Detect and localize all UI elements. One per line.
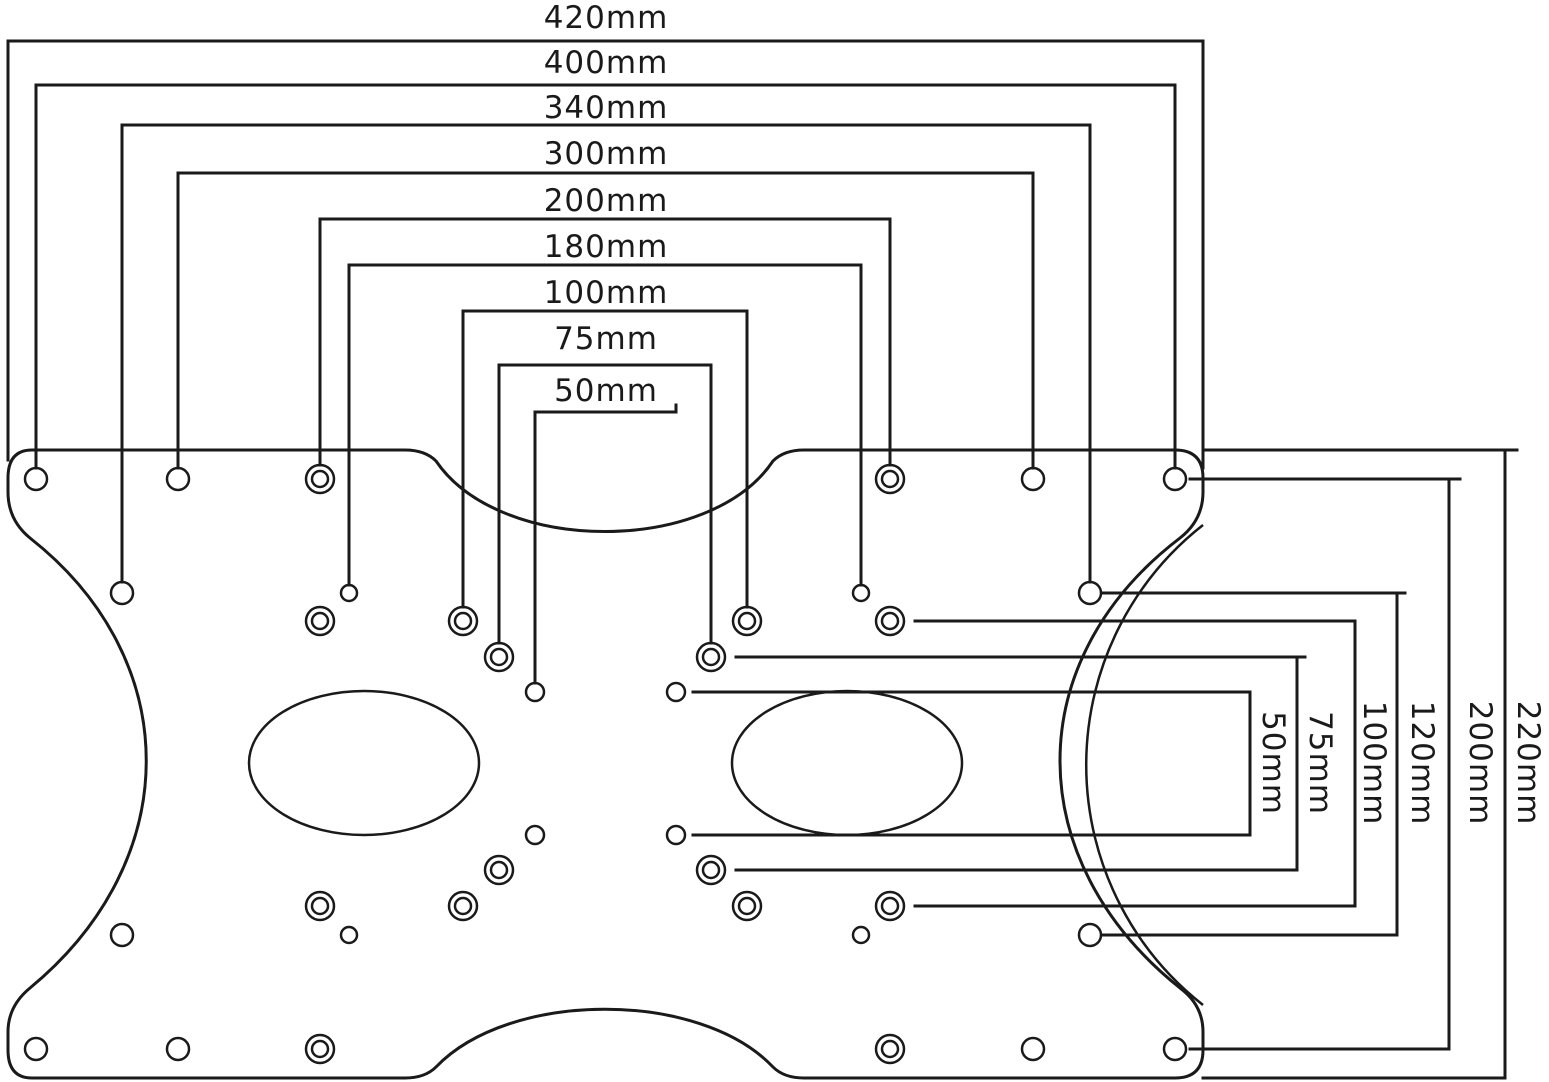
dim-label-420: 420mm (544, 0, 669, 36)
hole-400-bottom-right (1162, 1036, 1188, 1062)
hole-400-top-right (1162, 466, 1188, 492)
hole-75-bottom-right (695, 854, 727, 886)
vertical-dimension-lines (691, 448, 1519, 1080)
vdim-label-100: 100mm (1356, 701, 1392, 826)
hole-50-bottom-left (524, 824, 546, 846)
hole-340-top-right (1077, 580, 1103, 606)
horizontal-dimension-lines (6, 39, 1205, 685)
plate-outline (6, 448, 1205, 1080)
hole-100-bottom-left (447, 890, 479, 922)
horizontal-dimension-labels: 420mm 400mm 340mm 300mm 200mm 180mm 100m… (544, 0, 669, 409)
vdim-label-120: 120mm (1404, 701, 1440, 826)
dim-label-400: 400mm (544, 45, 669, 81)
hole-100-bottom-right (731, 890, 763, 922)
hole-200x100-top-left (304, 605, 336, 637)
vdim-label-50: 50mm (1255, 711, 1291, 815)
right-oval-cutout (730, 689, 964, 837)
hole-75-top-left (483, 641, 515, 673)
mounting-holes (23, 463, 1188, 1065)
dim-label-180: 180mm (544, 229, 669, 265)
hole-200x100-bottom-right (874, 890, 906, 922)
vdim-label-200: 200mm (1462, 701, 1498, 826)
hole-50-top-right (665, 681, 687, 703)
hole-75-bottom-left (483, 854, 515, 886)
hole-180-bottom-left (339, 925, 359, 945)
hole-200-bottom-right (874, 1033, 906, 1065)
hole-100-top-right (731, 605, 763, 637)
hole-400-bottom-left (23, 1036, 49, 1062)
hole-100-top-left (447, 605, 479, 637)
left-oval-cutout (247, 689, 481, 837)
hole-300-bottom-left (165, 1036, 191, 1062)
hole-180-top-left (339, 583, 359, 603)
hole-200x100-bottom-left (304, 890, 336, 922)
hole-340-bottom-left (109, 922, 135, 948)
hole-300-top-left (165, 466, 191, 492)
dim-label-200: 200mm (544, 183, 669, 219)
hole-180-top-right (851, 583, 871, 603)
hole-340-bottom-right (1077, 922, 1103, 948)
dim-label-100: 100mm (544, 275, 669, 311)
vdim-label-220: 220mm (1510, 701, 1546, 826)
dim-label-75: 75mm (554, 321, 658, 357)
hole-50-bottom-right (665, 824, 687, 846)
hole-200x100-top-right (874, 605, 906, 637)
hole-75-top-right (695, 641, 727, 673)
hole-180-bottom-right (851, 925, 871, 945)
dim-label-50: 50mm (554, 373, 658, 409)
dim-label-340: 340mm (544, 90, 669, 126)
hole-400-top-left (23, 466, 49, 492)
hole-300-top-right (1020, 466, 1046, 492)
hole-200-top-left (304, 463, 336, 495)
clearance-arc (1084, 524, 1204, 1006)
hole-200-bottom-left (304, 1033, 336, 1065)
vertical-dimension-labels: 50mm 75mm 100mm 120mm 200mm 220mm (1255, 701, 1546, 826)
dim-label-300: 300mm (544, 136, 669, 172)
hole-300-bottom-right (1020, 1036, 1046, 1062)
vdim-label-75: 75mm (1302, 711, 1338, 815)
hole-340-top-left (109, 580, 135, 606)
hole-200-top-right (874, 463, 906, 495)
hole-50-top-left (524, 681, 546, 703)
